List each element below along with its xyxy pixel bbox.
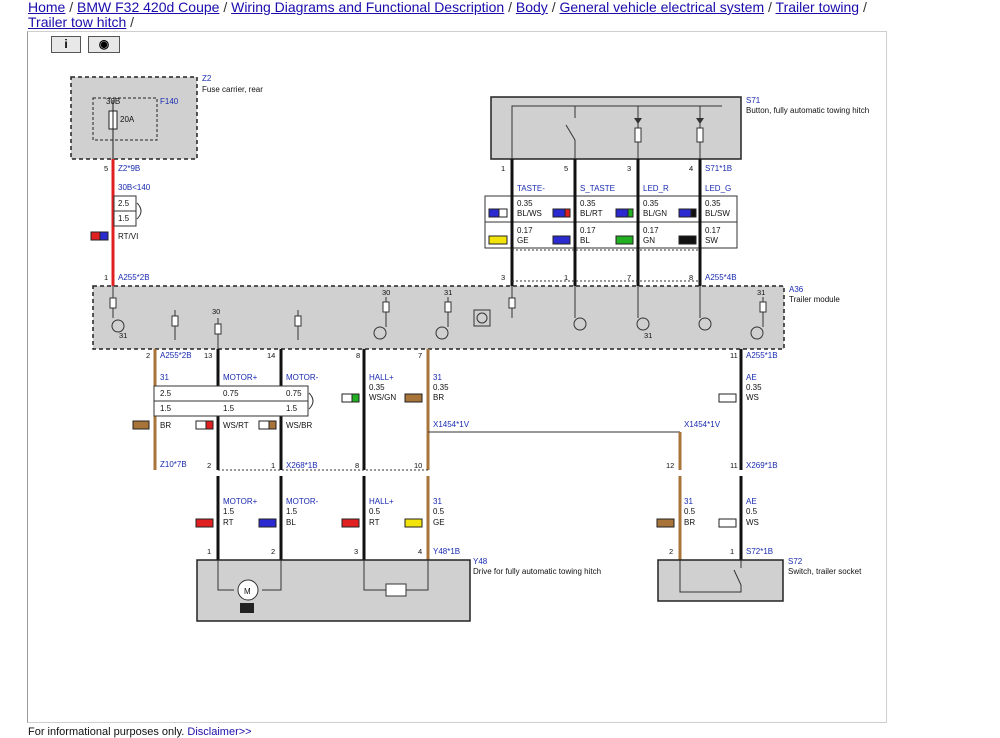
breadcrumb: Home / BMW F32 420d Coupe / Wiring Diagr… — [28, 0, 888, 30]
breadcrumb-link-2[interactable]: Wiring Diagrams and Functional Descripti… — [231, 0, 505, 15]
breadcrumb-separator: / — [504, 0, 516, 15]
breadcrumb-link-3[interactable]: Body — [515, 0, 548, 15]
breadcrumb-separator: / — [219, 0, 232, 15]
breadcrumb-link-1[interactable]: BMW F32 420d Coupe — [77, 0, 220, 15]
breadcrumb-separator: / — [65, 0, 78, 15]
breadcrumb-separator: / — [126, 14, 135, 30]
breadcrumb-link-4[interactable]: General vehicle electrical system — [559, 0, 765, 15]
breadcrumb-separator: / — [547, 0, 560, 15]
breadcrumb-link-5[interactable]: Trailer towing — [775, 0, 860, 15]
breadcrumb-link-6[interactable]: Trailer tow hitch — [28, 14, 127, 30]
eye-icon[interactable]: ◉ — [88, 36, 120, 53]
breadcrumb-separator: / — [764, 0, 776, 15]
diagram-frame — [27, 31, 887, 723]
disclaimer-link[interactable]: Disclaimer>> — [187, 726, 252, 738]
info-button[interactable]: i — [51, 36, 81, 53]
breadcrumb-link-0[interactable]: Home — [28, 0, 66, 15]
footer: For informational purposes only. Disclai… — [28, 726, 252, 738]
footer-text: For informational purposes only. — [28, 726, 185, 738]
breadcrumb-separator: / — [859, 0, 867, 15]
